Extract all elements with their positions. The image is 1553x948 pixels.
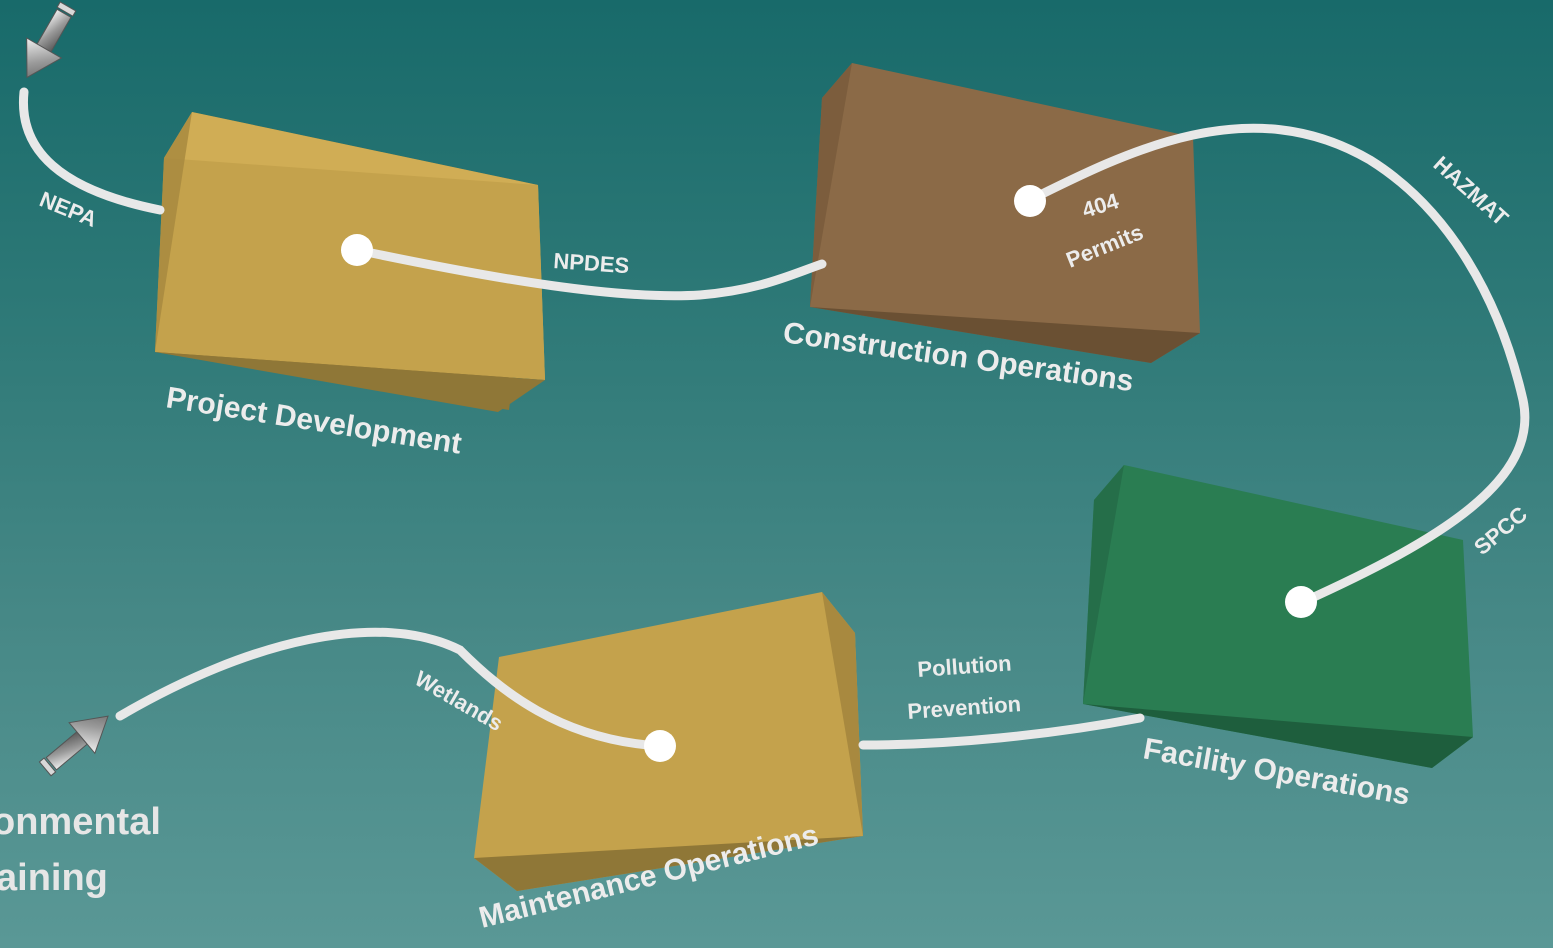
- project-development-node: [341, 234, 373, 266]
- construction-operations-node: [1014, 185, 1046, 217]
- pollution-prevention-label-line2: Prevention: [907, 691, 1022, 724]
- npdes-label: NPDES: [553, 248, 630, 278]
- facility-operations-node: [1285, 586, 1317, 618]
- arrow-up-right-icon: [38, 715, 109, 777]
- training-path-line: [18, 87, 1530, 751]
- arrow-down-left-icon: [26, 1, 77, 79]
- pollution-prevention-label-line1: Pollution: [917, 650, 1013, 682]
- maintenance-operations-node: [644, 730, 676, 762]
- spcc-label: SPCC: [1469, 501, 1532, 560]
- title-line-1: onmental: [0, 801, 161, 843]
- project-development-box: [155, 112, 545, 412]
- construction-operations-box: [810, 63, 1200, 363]
- facility-operations-box: [1083, 465, 1473, 768]
- title-line-2: aining: [0, 857, 108, 899]
